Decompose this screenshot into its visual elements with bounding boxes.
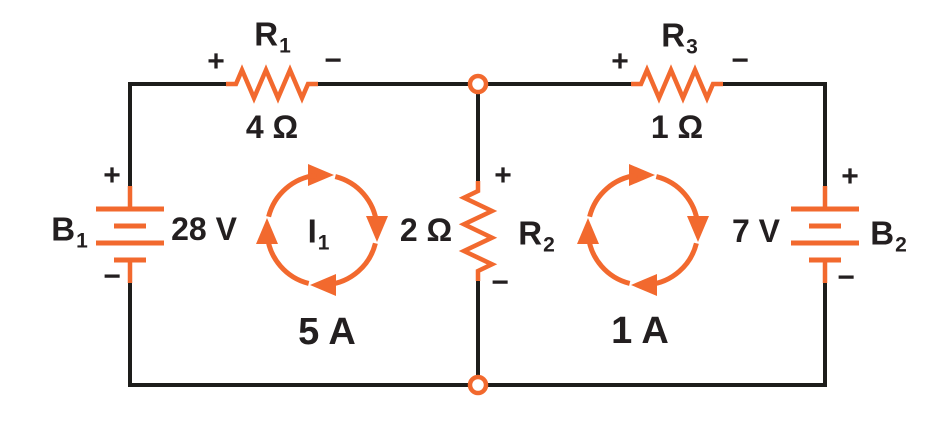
resistor2-minus-sign: − [491, 266, 509, 299]
battery2-minus-sign: − [837, 261, 855, 294]
resistor3-plus-sign: + [611, 45, 629, 78]
battery2-label: B2 [870, 214, 907, 257]
mesh1-current-value: 5 A [298, 311, 356, 353]
resistor1-value: 4 Ω [245, 109, 299, 145]
battery1-plus-sign: + [103, 159, 121, 192]
resistor1-plus-sign: + [207, 45, 225, 78]
resistor1-minus-sign: − [324, 44, 342, 77]
resistor1-label: R1 [254, 15, 291, 58]
battery2-plus-sign: + [841, 160, 859, 193]
resistor-r3-symbol [631, 64, 723, 104]
resistor2-label: R2 [518, 214, 555, 257]
mesh2-current-value: 1 A [611, 310, 669, 352]
battery1-value: 28 V [171, 211, 237, 247]
mesh-current-loop-2 [577, 164, 709, 296]
circuit-wires [128, 82, 827, 387]
battery1-label: B1 [51, 210, 88, 253]
resistor2-plus-sign: + [494, 159, 512, 192]
resistor3-minus-sign: − [731, 44, 749, 77]
resistor3-value: 1 Ω [650, 109, 704, 145]
battery1-minus-sign: − [103, 260, 121, 293]
resistor-r2-symbol [458, 181, 498, 281]
resistor-r1-symbol [226, 64, 318, 104]
mesh1-current-label: I1 [307, 212, 330, 255]
battery2-value: 7 V [731, 213, 781, 249]
junction-node-bottom [467, 374, 489, 396]
resistor3-label: R3 [661, 16, 698, 59]
battery-b2-symbol [791, 186, 859, 283]
junction-node-top [467, 73, 489, 95]
battery-b1-symbol [96, 186, 164, 283]
resistor2-value: 2 Ω [399, 212, 453, 248]
